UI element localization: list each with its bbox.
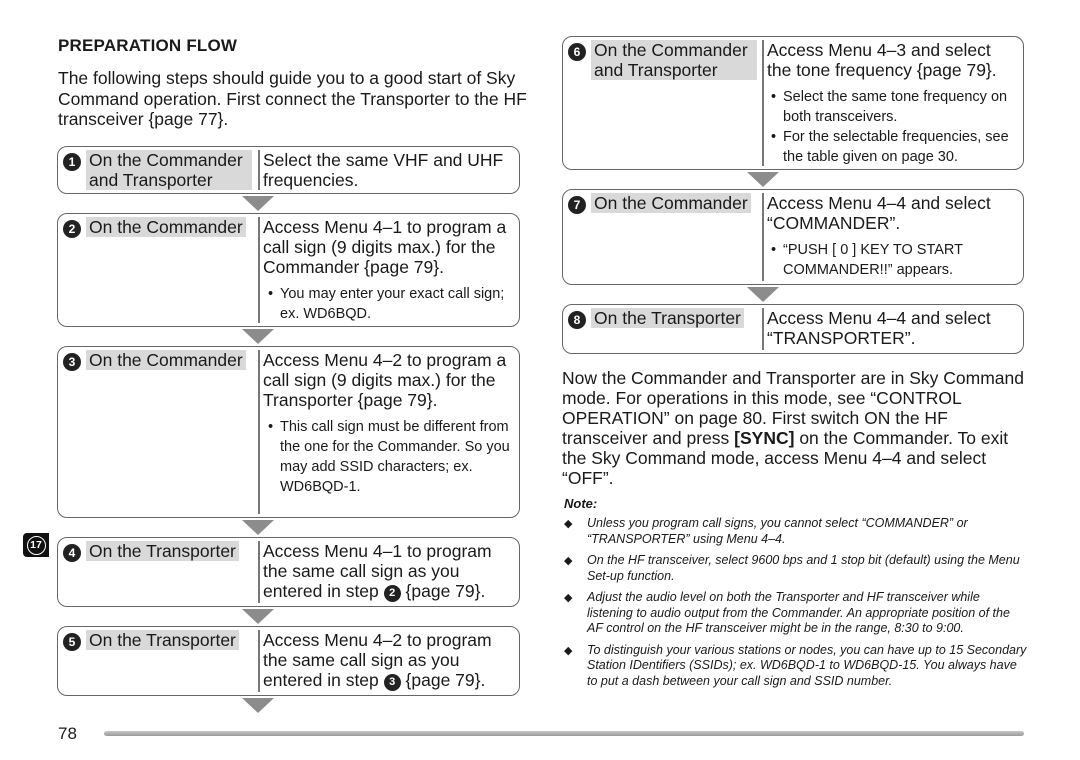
diamond-bullet-icon: ◆ (564, 555, 573, 567)
diamond-bullet-icon: ◆ (564, 644, 573, 657)
note-text: Adjust the audio level on both the Trans… (587, 590, 1010, 635)
step-action: Access Menu 4–2 to program the same call… (263, 630, 515, 691)
step-action-text: Access Menu 4–1 to program the same call… (263, 541, 492, 601)
step-7-box: 7 On the Commander Access Menu 4–4 and s… (562, 189, 1024, 285)
sync-key-label: [SYNC] (734, 428, 795, 448)
step-reference-icon: 3 (383, 673, 401, 691)
step-actor: On the Commander (591, 193, 751, 213)
step-divider (258, 150, 260, 190)
step-number-icon: 1 (63, 153, 81, 171)
step-1-box: 1 On the Commander and Transporter Selec… (57, 146, 520, 194)
step-action: Select the same VHF and UHF frequencies. (263, 150, 504, 190)
step-number-icon: 6 (568, 43, 586, 61)
after-setup-paragraph: Now the Commander and Transporter are in… (562, 368, 1032, 488)
flow-arrow-icon (242, 196, 274, 211)
bullet-item: “PUSH [ 0 ] KEY TO START COMMANDER!!” ap… (769, 240, 1019, 280)
after-text: on the Commander. To exit the Sky Comman… (562, 428, 1009, 488)
step-number-icon: 2 (63, 220, 81, 238)
step-bullets: Select the same tone frequency on both t… (769, 87, 1021, 167)
step-divider (258, 541, 260, 603)
section-tab-number: 17 (26, 535, 46, 555)
bullet-item: Select the same tone frequency on both t… (769, 87, 1021, 127)
step-number-icon: 5 (63, 633, 81, 651)
flow-arrow-icon (242, 698, 274, 713)
footer-bar (104, 731, 1024, 736)
flow-arrow-icon (242, 329, 274, 344)
step-action: Access Menu 4–4 and select “TRANSPORTER”… (767, 308, 991, 348)
notes-list: ◆ Unless you program call signs, you cann… (562, 516, 1028, 695)
step-divider (762, 308, 764, 350)
step-actor: On the Commander and Transporter (591, 40, 757, 80)
step-number-icon: 4 (63, 544, 81, 562)
step-action: Access Menu 4–3 and select the tone freq… (767, 40, 997, 80)
flow-arrow-icon (747, 172, 779, 187)
step-2-box: 2 On the Commander Access Menu 4–1 to pr… (57, 213, 520, 327)
step-number-icon: 3 (63, 353, 81, 371)
step-divider (762, 40, 764, 166)
step-4-box: 4 On the Transporter Access Menu 4–1 to … (57, 537, 520, 607)
step-action-text: {page 79}. (405, 670, 486, 690)
step-3-box: 3 On the Commander Access Menu 4–2 to pr… (57, 346, 520, 518)
step-bullets: This call sign must be different from th… (266, 417, 514, 497)
step-actor: On the Commander and Transporter (86, 150, 252, 190)
page-number: 78 (58, 724, 77, 743)
section-heading: PREPARATION FLOW (58, 36, 238, 55)
step-number-icon: 8 (568, 311, 586, 329)
step-action-text: Access Menu 4–2 to program the same call… (263, 630, 492, 690)
bullet-item: For the selectable frequencies, see the … (769, 127, 1021, 167)
bullet-item: You may enter your exact call sign; ex. … (266, 284, 514, 324)
flow-arrow-icon (242, 520, 274, 535)
step-divider (258, 350, 260, 514)
note-item: ◆ On the HF transceiver, select 9600 bps … (562, 553, 1028, 584)
note-item: ◆ Unless you program call signs, you cann… (562, 516, 1028, 547)
step-action-text: {page 79}. (405, 581, 486, 601)
step-number-icon: 7 (568, 196, 586, 214)
step-5-box: 5 On the Transporter Access Menu 4–2 to … (57, 626, 520, 696)
step-actor: On the Transporter (591, 308, 744, 328)
bullet-item: This call sign must be different from th… (266, 417, 514, 497)
note-item: ◆ Adjust the audio level on both the Tran… (562, 590, 1028, 637)
step-divider (258, 630, 260, 692)
step-actor: On the Transporter (86, 541, 239, 561)
step-action: Access Menu 4–1 to program a call sign (… (263, 217, 507, 277)
diamond-bullet-icon: ◆ (564, 592, 573, 604)
after-text: Now the Commander and Transporter are in… (562, 368, 1025, 448)
flow-arrow-icon (747, 287, 779, 302)
step-action: Access Menu 4–2 to program a call sign (… (263, 350, 507, 410)
flow-arrow-icon (242, 609, 274, 624)
section-tab: 17 (23, 533, 49, 557)
step-bullets: “PUSH [ 0 ] KEY TO START COMMANDER!!” ap… (769, 240, 1019, 280)
step-bullets: You may enter your exact call sign; ex. … (266, 284, 514, 324)
step-divider (258, 217, 260, 323)
step-actor: On the Commander (86, 217, 246, 237)
note-text: On the HF transceiver, select 9600 bps a… (587, 553, 1020, 583)
step-action: Access Menu 4–1 to program the same call… (263, 541, 515, 602)
note-title: Note: (564, 496, 598, 511)
step-actor: On the Commander (86, 350, 246, 370)
intro-paragraph: The following steps should guide you to … (58, 68, 527, 129)
diamond-bullet-icon: ◆ (564, 518, 573, 530)
step-actor: On the Transporter (86, 630, 239, 650)
step-action: Access Menu 4–4 and select “COMMANDER”. (767, 193, 991, 233)
step-6-box: 6 On the Commander and Transporter Acces… (562, 36, 1024, 170)
step-reference-icon: 2 (383, 584, 401, 602)
step-8-box: 8 On the Transporter Access Menu 4–4 and… (562, 304, 1024, 354)
note-text: To distinguish your various stations or … (587, 642, 1027, 688)
note-text: Unless you program call signs, you canno… (587, 516, 968, 546)
step-divider (762, 193, 764, 281)
note-item: ◆ To distinguish your various stations or… (562, 643, 1028, 690)
